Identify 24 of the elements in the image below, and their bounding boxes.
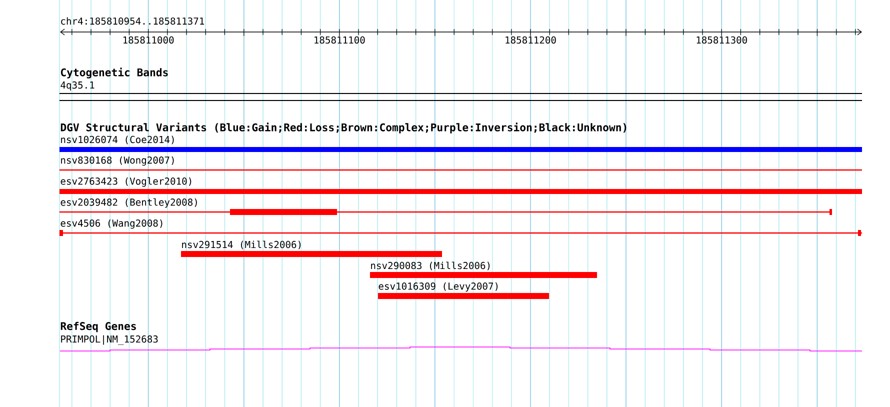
tick-label: 185811100	[314, 36, 365, 44]
node-label: nsv291514 (Mills2006)	[182, 240, 301, 250]
node-label: nsv830168 (Wong2007)	[61, 156, 174, 166]
variant-track: esv2039482 (Bentley2008)	[60, 198, 832, 215]
node-label: nsv290083 (Mills2006)	[371, 262, 490, 270]
variant-track: esv2763423 (Vogler2010)	[60, 177, 862, 194]
node-label: esv2039482 (Bentley2008)	[60, 198, 197, 208]
variant-track: esv1016309 (Levy2007)	[378, 282, 549, 299]
track-title: DGV Structural Variants (Blue:Gain;Red:Loss;Brown:Complex;Purple:Inversion;Black:Unknown)	[60, 122, 626, 134]
node-label: esv4506 (Wang2008)	[60, 219, 162, 229]
variant-track: nsv291514 (Mills2006)	[181, 240, 442, 257]
node-label: esv2763423 (Vogler2010)	[60, 177, 192, 187]
tick-label: 185811000	[123, 36, 174, 44]
variant-track: nsv1026074 (Coe2014)	[60, 136, 862, 152]
node-label: nsv1026074 (Coe2014)	[61, 136, 174, 144]
tick-label: 185811200	[506, 36, 556, 44]
variant-track: nsv830168 (Wong2007)	[60, 156, 862, 171]
locus-label: chr4:185810954..185811371	[61, 17, 204, 25]
variant-track: nsv290083 (Mills2006)	[370, 262, 597, 278]
tick-label: 185811300	[696, 36, 747, 44]
node-label: esv1016309 (Levy2007)	[378, 282, 498, 292]
gene-track: PRIMPOL|NM_152683	[60, 335, 862, 352]
cytoband-track: 4q35.1	[59, 81, 862, 101]
variant-track: esv4506 (Wang2008)	[60, 219, 862, 236]
